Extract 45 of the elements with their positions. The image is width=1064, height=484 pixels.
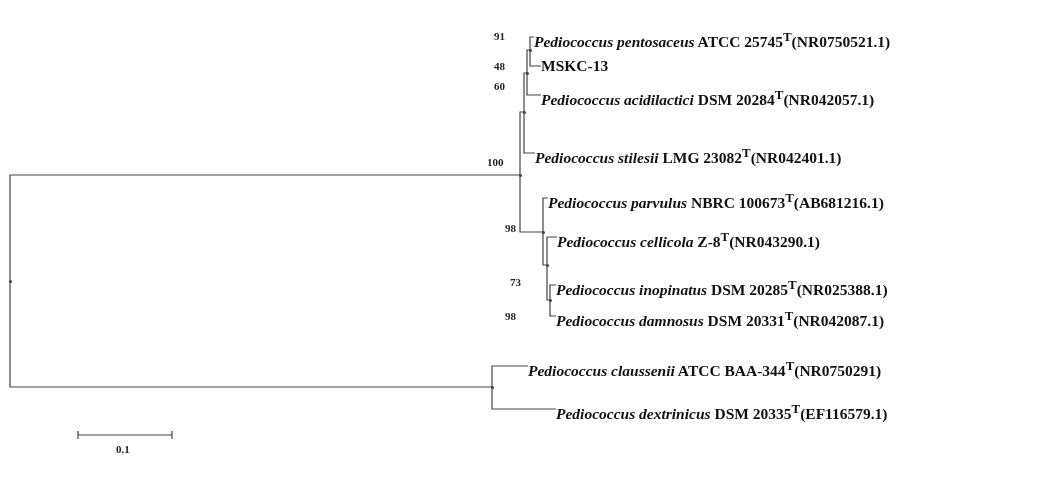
tree-branch [549, 284, 557, 301]
tree-branch [519, 111, 525, 176]
taxon-label: Pediococcus acidilactici DSM 20284$^{T}$(NR042057.1) [541, 86, 875, 110]
bootstrap-value: 60 [494, 80, 505, 92]
scale-value: 0.1 [116, 443, 130, 455]
bootstrap-value: 91 [494, 30, 505, 42]
taxon-label: Pediococcus cellicola Z-8$^{T}$(NR043290.1) [557, 228, 820, 252]
tree-branch [519, 174, 544, 233]
taxon-label: Pediococcus claussenii ATCC BAA-344$^{T}$(NR0750291) [528, 357, 882, 381]
tree-branch [523, 111, 536, 154]
taxon-label: Pediococcus stilesii LMG 23082$^{T}$(NR042401.1) [535, 144, 842, 168]
bootstrap-value: 48 [494, 60, 505, 72]
tree-branch [491, 365, 529, 388]
tree-branch [523, 72, 528, 113]
branch-point [8, 279, 12, 283]
bootstrap-value: 100 [487, 156, 504, 168]
tree-branch [491, 386, 557, 410]
bootstrap-value: 98 [505, 222, 516, 234]
branch-point [525, 71, 529, 75]
tree-branch [542, 197, 549, 233]
tree-branch [529, 36, 535, 51]
branch-point [541, 230, 545, 234]
branch-point [545, 263, 549, 267]
tree-branch [9, 280, 493, 388]
tree-branch [9, 174, 521, 282]
branch-point [522, 110, 526, 114]
branch-point [518, 173, 522, 177]
tree-branch [549, 299, 557, 317]
tree-branch [526, 49, 531, 74]
taxon-label: MSKC-13 [541, 57, 609, 75]
tree-branch [546, 264, 551, 301]
taxon-label: Pediococcus dextrinicus DSM 20335$^{T}$(EF116579.1) [556, 400, 888, 424]
tree-branch [546, 236, 558, 266]
tree-branch [526, 72, 542, 96]
taxon-label: Pediococcus pentosaceus ATCC 25745$^{T}$(NR0750521.1) [534, 28, 891, 52]
tree-branch [529, 49, 542, 67]
taxon-label: Pediococcus parvulus NBRC 100673$^{T}$(AB681216.1) [548, 189, 884, 213]
bootstrap-value: 73 [510, 276, 521, 288]
branch-point [548, 298, 552, 302]
taxon-label: Pediococcus inopinatus DSM 20285$^{T}$(NR025388.1) [556, 276, 888, 300]
branch-point [528, 48, 532, 52]
tree-branch [542, 231, 548, 266]
branch-point [490, 385, 494, 389]
bootstrap-value: 98 [505, 310, 516, 322]
taxon-label: Pediococcus damnosus DSM 20331$^{T}$(NR042087.1) [556, 307, 885, 331]
